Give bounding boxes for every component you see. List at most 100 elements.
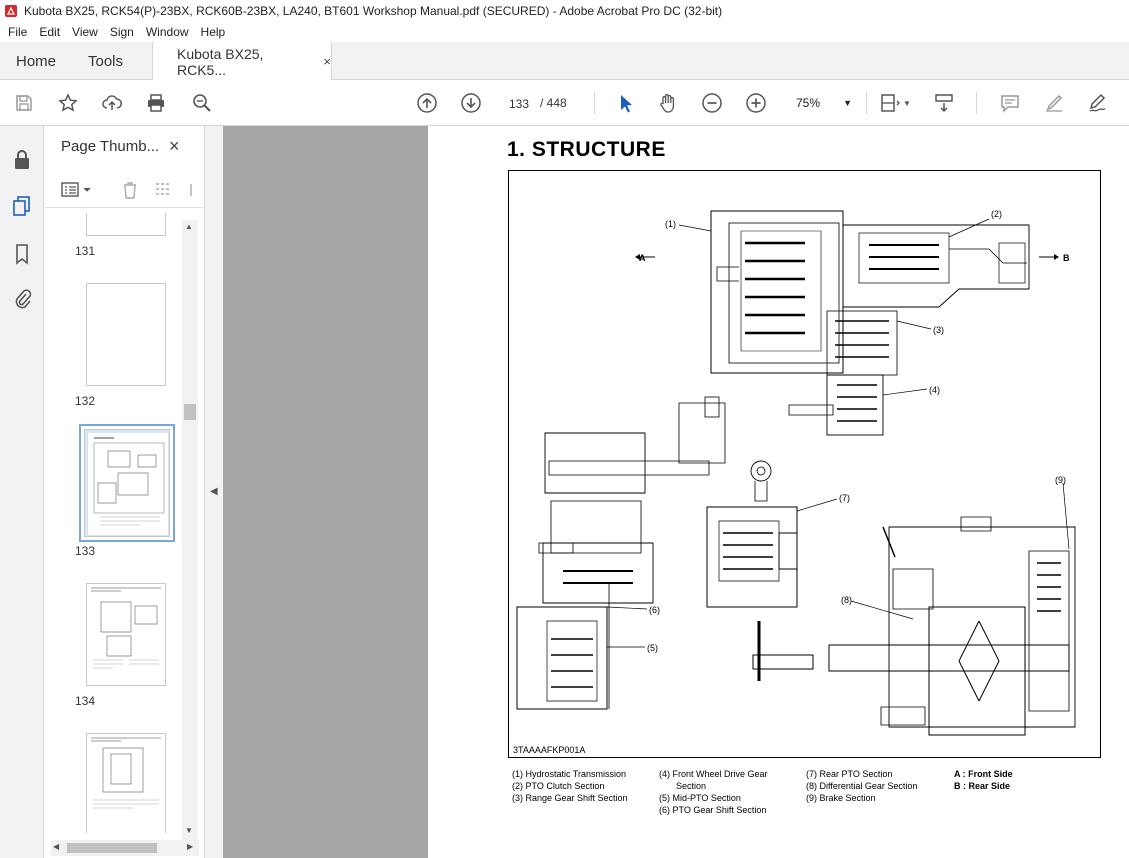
title-bar: Kubota BX25, RCK54(P)-23BX, RCK60B-23BX,… [0,0,1129,22]
previous-page-icon[interactable] [415,91,439,115]
scroll-right-icon[interactable]: ▶ [187,842,194,851]
page-number-input[interactable]: 133 [498,91,540,115]
toolbar-divider [594,92,595,114]
scrollbar-thumb[interactable] [67,843,157,853]
toolbar-divider [866,92,867,114]
legend-item: Section [676,781,707,791]
bookmark-star-icon[interactable] [56,91,80,115]
callout-9: (9) [1055,475,1066,485]
comment-icon[interactable] [998,91,1022,115]
rotate-page-icon[interactable] [187,180,201,200]
replace-page-icon[interactable] [153,180,175,200]
zoom-out-icon[interactable] [700,91,724,115]
thumbnail-preview [91,587,161,669]
menu-sign[interactable]: Sign [109,25,134,39]
page-heading: 1. STRUCTURE [507,138,666,161]
document-viewer: 1. STRUCTURE [223,126,1129,858]
thumbnail-horizontal-scrollbar[interactable]: ◀ ▶ [51,840,199,856]
thumbnail-preview [91,737,161,809]
page-total: / 448 [540,96,567,110]
delete-page-icon[interactable] [120,180,140,200]
collapse-panel-icon[interactable]: ◀ [210,486,218,497]
thumbnail-options-icon[interactable] [61,180,97,200]
callout-4: (4) [929,385,940,395]
pdf-page: 1. STRUCTURE [428,126,1129,858]
fit-chevron-icon[interactable]: ▼ [903,98,911,108]
callout-1: (1) [665,219,676,229]
highlight-pen-icon[interactable] [1042,91,1066,115]
transmission-cross-section-drawing: (1) (2) (3) (4) (5) (6) (7) (8) (9) A B [516,209,1076,736]
zoom-in-icon[interactable] [744,91,768,115]
attachments-icon[interactable] [10,286,34,310]
thumbnail-preview [88,433,168,535]
upload-cloud-icon[interactable] [100,91,124,115]
page-thumbnails-icon[interactable] [10,194,34,218]
thumbnail-page-134[interactable] [86,583,166,686]
tab-close-icon[interactable]: × [323,54,331,69]
thumbnail-label: 134 [74,694,96,708]
menu-help[interactable]: Help [200,25,226,39]
fit-page-icon[interactable] [878,91,902,115]
sign-pen-icon[interactable] [1086,91,1110,115]
tab-home[interactable]: Home [16,52,57,70]
scrollbar-thumb[interactable] [184,404,196,420]
legend-item: (8) Differential Gear Section [806,781,918,791]
thumbnail-page-132[interactable] [86,283,166,386]
direction-b-label: B [1063,253,1070,263]
tab-tools[interactable]: Tools [88,52,124,70]
next-page-icon[interactable] [459,91,483,115]
window-title: Kubota BX25, RCK54(P)-23BX, RCK60B-23BX,… [24,4,723,18]
save-icon[interactable] [12,91,36,115]
menu-window[interactable]: Window [145,25,189,39]
thumbnail-label: 133 [74,544,96,558]
legend-item: (6) PTO Gear Shift Section [659,805,767,815]
main-toolbar: 133 / 448 75% ▼ ▼ [0,80,1129,126]
callout-3: (3) [933,325,944,335]
thumbnail-page-133[interactable] [79,424,175,542]
legend-item: (4) Front Wheel Drive Gear [659,769,768,779]
legend-item: (1) Hydrostatic Transmission [512,769,627,779]
callout-2: (2) [991,209,1002,219]
thumbnail-vertical-scrollbar[interactable]: ▲ ▼ [182,220,198,840]
thumbnail-label: 132 [74,394,96,408]
legend-item: B : Rear Side [954,781,1011,791]
bookmarks-icon[interactable] [10,242,34,266]
page-thumbnails-panel: Page Thumb... × 131 132 133 [45,126,205,858]
zoom-level-value: 75% [796,96,821,110]
acrobat-logo-icon [5,5,17,17]
legend-item: (9) Brake Section [806,793,876,803]
tab-document-label: Kubota BX25, RCK5... [177,45,264,78]
hand-tool-icon[interactable] [656,91,680,115]
tab-document[interactable]: Kubota BX25, RCK5... × [152,42,332,81]
legend-item: (5) Mid-PTO Section [659,793,741,803]
zoom-level-select[interactable]: 75% ▼ [790,91,858,115]
menu-view[interactable]: View [72,25,98,39]
legend-item: (7) Rear PTO Section [806,769,893,779]
select-cursor-icon[interactable] [614,91,638,115]
callout-8: (8) [841,595,852,605]
figure-legend: (1) Hydrostatic Transmission (2) PTO Clu… [512,769,1032,829]
menu-file[interactable]: File [8,25,28,39]
scroll-left-icon[interactable]: ◀ [53,842,60,851]
panel-splitter[interactable]: ◀ [205,126,223,858]
lock-icon[interactable] [10,148,34,172]
print-icon[interactable] [144,91,168,115]
legend-item: (3) Range Gear Shift Section [512,793,628,803]
thumbnail-list: 131 132 133 134 [45,213,182,833]
chevron-down-icon: ▼ [843,98,852,108]
thumbnail-page-131[interactable] [86,213,166,236]
legend-item: A : Front Side [954,769,1013,779]
callout-7: (7) [839,493,850,503]
thumbnail-page-135[interactable] [86,733,166,833]
thumbnail-label: 131 [74,244,96,258]
menu-edit[interactable]: Edit [39,25,61,39]
zoom-search-icon[interactable] [190,91,214,115]
scroll-down-icon[interactable]: ▼ [185,826,193,835]
left-navigation-rail [0,126,44,858]
toolbar-divider [976,92,977,114]
scroll-up-icon[interactable]: ▲ [185,222,193,231]
scroll-mode-icon[interactable] [932,91,956,115]
callout-6: (6) [649,605,660,615]
panel-close-icon[interactable]: × [169,136,180,156]
callout-5: (5) [647,643,658,653]
